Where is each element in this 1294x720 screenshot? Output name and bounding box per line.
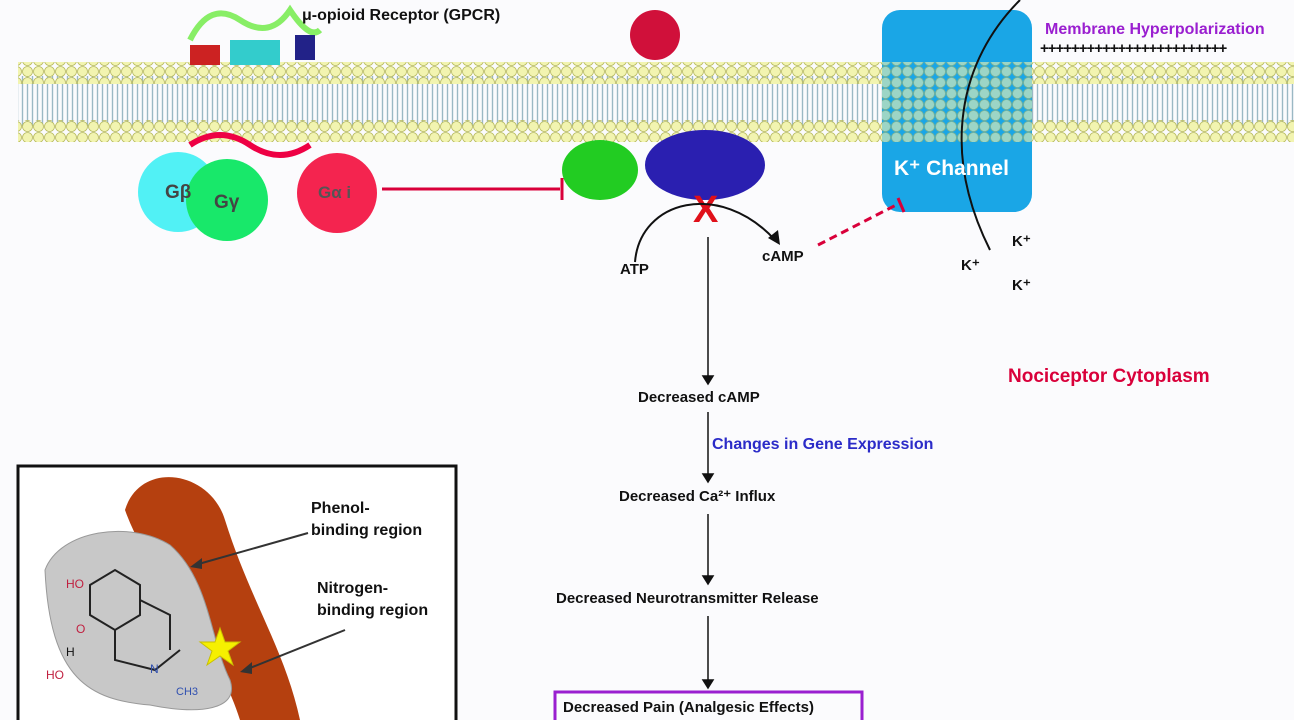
ch3-label: CH3: [176, 686, 199, 698]
cell-membrane: [18, 62, 1294, 142]
h-label: H: [66, 645, 75, 659]
ion-label: K⁺: [961, 257, 980, 274]
membrane-hyperpolarization-label: Membrane Hyperpolarization: [1045, 21, 1265, 38]
step-decreased-calcium: Decreased Ca²⁺ Influx: [619, 488, 776, 505]
phenol-binding-label: Phenol- binding region: [311, 500, 423, 539]
inset-panel: [16, 464, 458, 720]
step-decreased-camp: Decreased cAMP: [638, 389, 760, 406]
g-protein: [138, 132, 377, 241]
n-label: N: [150, 662, 159, 676]
o-label: O: [76, 622, 86, 636]
ion-label: K⁺: [1012, 233, 1031, 250]
gene-expression-label: Changes in Gene Expression: [712, 436, 934, 453]
camp-label: cAMP: [762, 248, 804, 265]
ho-label: HO: [46, 668, 64, 682]
charge-row: ++++++++++++++++++++++++: [1040, 40, 1227, 57]
g-beta-label: Gβ: [165, 182, 192, 203]
ho-label: HO: [66, 577, 84, 591]
g-alpha-label: Gα i: [318, 183, 352, 202]
atp-label: ATP: [620, 261, 649, 278]
ion-label: K⁺: [1012, 277, 1031, 294]
receptor-label: μ-opioid Receptor (GPCR): [302, 7, 501, 24]
flow-arrows: [701, 237, 715, 690]
receptor-protein: [187, 4, 323, 65]
step-decreased-neurotransmitter: Decreased Neurotransmitter Release: [556, 590, 819, 607]
inhibit-x-mark: X: [693, 189, 719, 231]
cytoplasm-label: Nociceptor Cytoplasm: [1008, 366, 1210, 387]
step-decreased-pain: Decreased Pain (Analgesic Effects): [563, 699, 814, 716]
k-channel-label: K⁺ Channel: [894, 157, 1009, 180]
adenylyl-cyclase: [562, 10, 765, 200]
pain-box: [553, 690, 864, 720]
nitrogen-binding-label: Nitrogen- binding region: [317, 580, 429, 619]
g-gamma-label: Gγ: [214, 192, 240, 213]
star-icon: [198, 626, 242, 667]
